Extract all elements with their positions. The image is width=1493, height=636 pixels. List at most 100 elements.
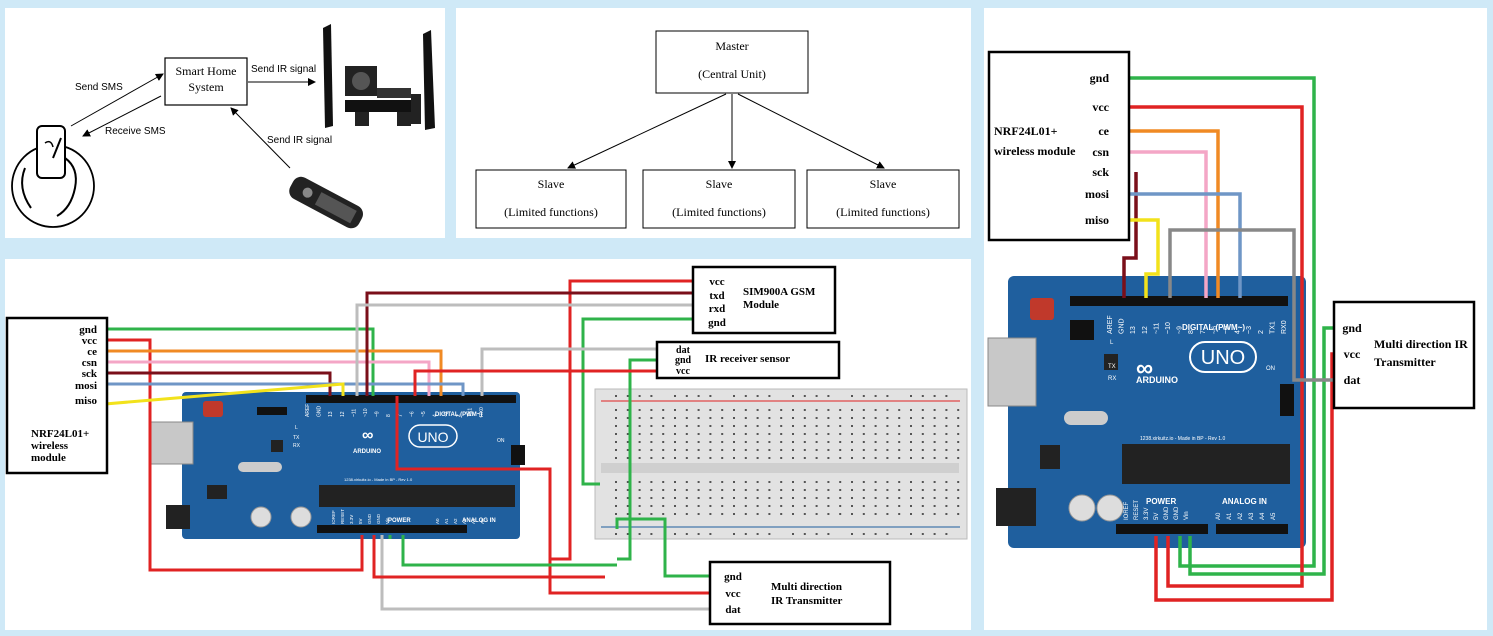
wire-right-nrf-mosi xyxy=(1127,192,1242,298)
arduino-left-digital: DIGITAL (PWM~) xyxy=(435,412,482,418)
arduino-pin-~11: ~11 xyxy=(351,409,357,417)
wire-irrx-gnd xyxy=(617,358,657,561)
arduino-pin-~6: ~6 xyxy=(409,411,415,417)
arduino-pin-13: 13 xyxy=(1130,326,1137,334)
phone-hand-icon xyxy=(11,125,95,228)
gsm-module-box xyxy=(691,265,837,335)
arduino-pin-13: 13 xyxy=(328,411,334,417)
arduino-pin-3.3V: 3.3V xyxy=(349,515,354,524)
arduino-pin-A2: A2 xyxy=(1238,512,1244,520)
ir-transmitter-right-label-1: Multi direction IR xyxy=(1374,337,1468,351)
slave-box-2 xyxy=(642,169,796,229)
nrf-right-pin-mosi: mosi xyxy=(1085,187,1110,201)
nrf-right-label-1: NRF24L01+ xyxy=(994,124,1058,138)
arduino-pin-7: 7 xyxy=(398,414,404,417)
ir-transmitter-left-pin-gnd: gnd xyxy=(724,571,742,583)
master-subtitle: (Central Unit) xyxy=(698,67,766,81)
wire-nrf-mosi xyxy=(105,382,465,396)
breadboard xyxy=(594,388,968,540)
nrf-left-label-3: module xyxy=(31,452,66,464)
arduino-pin-IOREF: IOREF xyxy=(1124,501,1130,520)
slave-2-title: Slave xyxy=(706,177,733,191)
arduino-left-brand: ARDUINO xyxy=(353,449,381,455)
ir-transmitter-right-pin-gnd: gnd xyxy=(1342,321,1362,335)
arduino-pin-RX0: RX0 xyxy=(479,407,485,417)
wire-irtx-dat xyxy=(380,535,710,611)
master-box xyxy=(655,30,809,94)
ir-transmitter-left-label-1: Multi direction xyxy=(771,581,842,593)
nrf-right-pin-csn: csn xyxy=(1092,145,1109,159)
nrf-right-pin-gnd: gnd xyxy=(1090,71,1110,85)
send-sms-label: Send SMS xyxy=(75,82,123,93)
nrf-left-pin-miso: miso xyxy=(75,395,98,407)
ir-transmitter-box-left xyxy=(708,560,892,626)
nrf-right-label-2: wireless module xyxy=(994,144,1076,158)
arduino-right-tagline: 1238.xirkuitz.io - Made in BP - Rev 1.0 xyxy=(1140,436,1225,442)
arduino-pin-GND: GND xyxy=(1164,506,1170,520)
nrf-left-pin-mosi: mosi xyxy=(75,380,97,392)
wire-irrx-vcc xyxy=(413,369,657,396)
arduino-right-model: UNO xyxy=(1201,347,1245,369)
arduino-board-right: ∞ ARDUINO UNO DIGITAL (PWM~) POWER ANALO… xyxy=(987,276,1306,548)
master-slave-panel: Master (Central Unit) Slave (Limited fun… xyxy=(456,8,971,238)
slave-box-1 xyxy=(475,169,627,229)
wire-nrf-gnd xyxy=(105,327,375,396)
wire-nrf-ce xyxy=(105,349,443,396)
master-slave-svg: Master (Central Unit) Slave (Limited fun… xyxy=(475,30,960,229)
arduino-pin-AREF: AREF xyxy=(1107,315,1114,334)
arduino-pin-A1: A1 xyxy=(1227,512,1233,520)
ir-transmitter-left-pin-dat: dat xyxy=(725,604,741,616)
arduino-left-led-rx: RX xyxy=(293,443,301,449)
arduino-pin-~3: ~3 xyxy=(444,411,450,417)
slave-1-sub: (Limited functions) xyxy=(504,205,598,219)
smart-home-overview-panel: Smart Home System Send SMS Receive SMS S… xyxy=(5,8,445,238)
ir-transmitter-right-label-2: Transmitter xyxy=(1374,355,1436,369)
master-wiring-panel: ∞ ARDUINO UNO DIGITAL (PWM~) POWER ANALO… xyxy=(5,259,971,630)
wire-right-irtx-gnd xyxy=(1188,326,1336,576)
nrf-left-label-1: NRF24L01+ xyxy=(31,428,89,440)
ir-receiver-box xyxy=(655,340,841,380)
arduino-pin-A0: A0 xyxy=(435,518,440,524)
arrow-slave-3 xyxy=(737,93,885,169)
smart-home-overview-svg: Smart Home System Send SMS Receive SMS S… xyxy=(11,24,435,229)
arduino-pin-8: 8 xyxy=(386,414,392,417)
arduino-pin-A3: A3 xyxy=(1249,512,1255,520)
slave-box-3 xyxy=(806,169,960,229)
slave-wiring-panel: ∞ ARDUINO UNO DIGITAL (PWM~) POWER ANALO… xyxy=(984,8,1487,630)
arduino-right-led-rx: RX xyxy=(1108,376,1116,382)
arduino-pin-4: 4 xyxy=(433,414,439,417)
ir-receiver-pin-vcc: vcc xyxy=(676,366,690,377)
arduino-pin-~5: ~5 xyxy=(421,411,427,417)
arduino-pin-A4: A4 xyxy=(471,518,476,524)
arduino-pin-4: 4 xyxy=(1235,330,1242,334)
arduino-pin-GND: GND xyxy=(1174,506,1180,520)
arduino-pin-8: 8 xyxy=(1188,330,1195,334)
arduino-left-power: POWER xyxy=(388,518,411,524)
arduino-pin-A4: A4 xyxy=(1260,512,1266,520)
arduino-pin-5V: 5V xyxy=(358,518,363,524)
wire-nrf-vcc xyxy=(105,338,364,572)
wire-right-nrf-csn xyxy=(1127,150,1208,298)
arrow-slave-1 xyxy=(567,93,727,169)
gsm-pin-gnd: gnd xyxy=(708,317,726,329)
wire-gsm-txd xyxy=(365,291,695,396)
arduino-pin-~9: ~9 xyxy=(375,411,381,417)
slave-1-title: Slave xyxy=(538,177,565,191)
arduino-pin-A1: A1 xyxy=(444,518,449,524)
nrf-left-pin-ce: ce xyxy=(87,346,97,358)
nrf-left-pin-vcc: vcc xyxy=(82,335,97,347)
wire-irtx-gnd xyxy=(615,517,710,578)
ir-transmitter-right-pin-vcc: vcc xyxy=(1344,347,1361,361)
arduino-pin-GND: GND xyxy=(367,513,372,524)
nrf-right-pin-vcc: vcc xyxy=(1092,100,1109,114)
ir-receiver-label: IR receiver sensor xyxy=(705,353,790,365)
gsm-label-1: SIM900A GSM xyxy=(743,286,816,298)
arduino-pin-A5: A5 xyxy=(1271,512,1277,520)
arduino-pin-~11: ~11 xyxy=(1153,323,1160,334)
